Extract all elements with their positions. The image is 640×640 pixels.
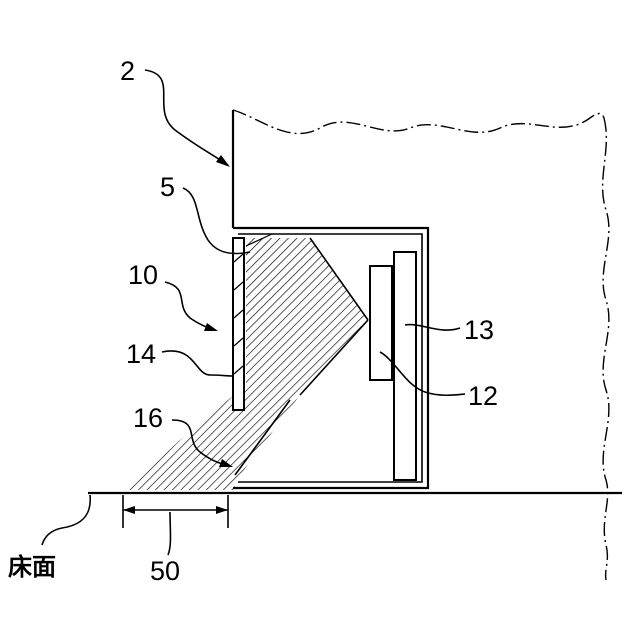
break-line-right: [603, 118, 609, 580]
label-13: 13: [464, 315, 494, 345]
leader-14: [162, 351, 232, 376]
label-2: 2: [120, 56, 135, 86]
dim-arrow-left: [123, 506, 135, 514]
light-beam: [126, 238, 368, 490]
sensor-12: [370, 266, 392, 380]
leader-2: [145, 70, 228, 165]
label-12: 12: [468, 381, 498, 411]
leader-10: [165, 282, 215, 330]
leader-floor: [42, 495, 90, 545]
label-16: 16: [133, 403, 163, 433]
dim-arrow-right: [216, 506, 228, 514]
leader-50: [168, 512, 171, 555]
board-13: [394, 252, 416, 480]
label-5: 5: [160, 172, 175, 202]
label-14: 14: [126, 339, 156, 369]
arrow-2: [216, 155, 230, 167]
arrow-10: [204, 323, 218, 331]
break-line-top: [233, 110, 604, 134]
front-panel: [233, 238, 244, 410]
label-floor: 床面: [8, 553, 56, 581]
label-10: 10: [128, 260, 158, 290]
label-50: 50: [150, 556, 180, 586]
